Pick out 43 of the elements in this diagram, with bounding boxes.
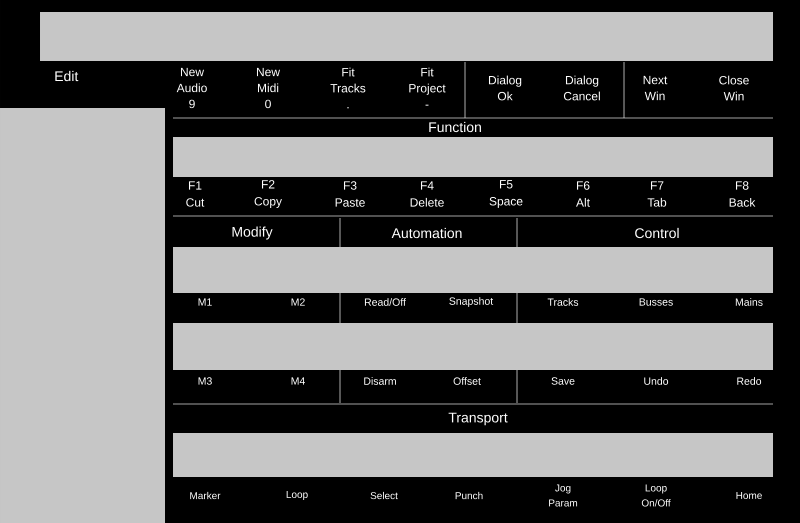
key-label: F6 Alt [576, 181, 590, 207]
key-label: F2 Copy [254, 180, 282, 208]
key-label: M3 [198, 377, 212, 385]
section-heading: Control [635, 228, 679, 238]
key-label: Select [370, 492, 398, 500]
section-heading: Edit [55, 70, 78, 82]
key-label: Fit Project - [409, 68, 446, 106]
section-heading: Function [429, 122, 481, 132]
key-label: Undo [644, 377, 668, 385]
key-label: F4 Delete [410, 181, 444, 207]
key-label: Close Win [719, 76, 749, 100]
key-label: New Audio 9 [176, 68, 207, 108]
key-label: Next Win [644, 76, 668, 100]
key-label: F3 Paste [336, 181, 365, 207]
key-label: Loop [286, 491, 308, 500]
key-label: Disarm [364, 377, 396, 385]
key-label: Dialog Cancel [564, 76, 600, 100]
section-heading: Automation [392, 228, 462, 238]
key-label: F5 Space [490, 180, 522, 208]
key-label: Jog Param [549, 484, 578, 506]
key-label: Loop On/Off [642, 484, 671, 506]
key-label: Mains [736, 298, 763, 306]
key-label: Redo [737, 377, 762, 385]
key-label: Marker [190, 492, 220, 500]
key-label: M1 [198, 298, 212, 306]
key-label: F1 Cut [186, 181, 204, 207]
key-label: Read/Off [364, 298, 406, 306]
key-label: M4 [292, 377, 305, 385]
section-heading: Transport [448, 412, 508, 426]
key-label: M2 [292, 298, 305, 306]
key-label: Punch [456, 492, 483, 500]
key-label: F7 Tab [648, 181, 666, 207]
key-label: Snapshot [449, 297, 494, 307]
key-label: New Midi 0 [257, 68, 280, 108]
key-label: Fit Tracks . [330, 68, 366, 108]
section-heading: Modify [232, 226, 273, 240]
key-label: Offset [454, 377, 481, 385]
key-label: Dialog Ok [488, 76, 522, 100]
key-label: Busses [640, 298, 673, 306]
key-label: Home [736, 492, 762, 499]
key-label: F8 Back [730, 181, 756, 207]
key-label: Tracks [548, 298, 578, 306]
key-label: Save [552, 377, 574, 385]
